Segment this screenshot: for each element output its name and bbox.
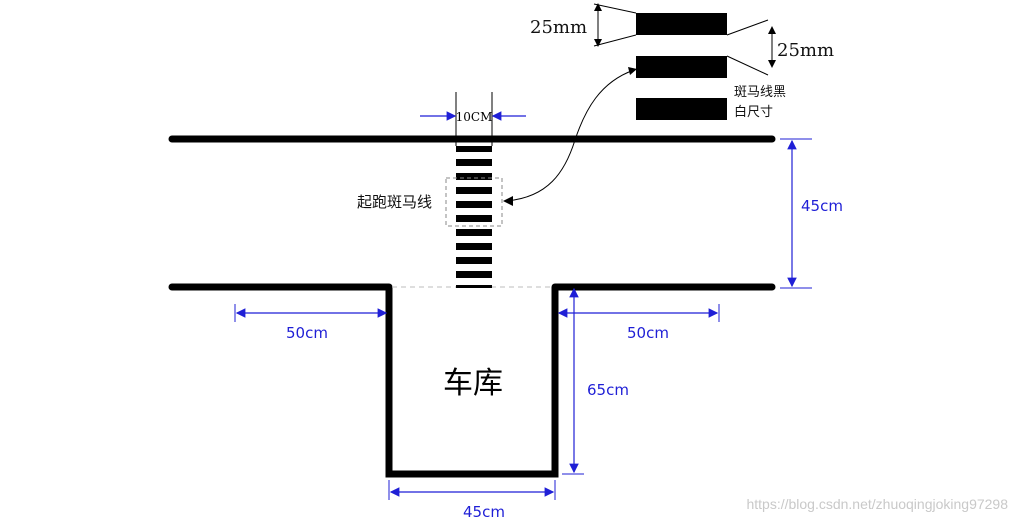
watermark: https://blog.csdn.net/zhuoqingjoking9729… <box>746 496 1008 512</box>
garage-depth-dimension: 65cm <box>562 287 629 475</box>
right-offset-label: 50cm <box>627 324 669 342</box>
zebra-width-dimension: 10CM <box>420 92 526 146</box>
garage-label: 车库 <box>443 366 503 401</box>
start-zebra-highlight-box <box>445 177 503 227</box>
left-offset-dimension: 50cm <box>234 304 388 342</box>
zebra-detail: 25mm 25mm 斑马线黑 白尺寸 <box>530 3 834 120</box>
leader-line <box>504 69 635 202</box>
track-width-dimension: 45cm <box>780 138 843 289</box>
start-zebra-label: 起跑斑马线 <box>357 193 432 211</box>
right-offset-dimension: 50cm <box>557 304 720 342</box>
left-offset-label: 50cm <box>286 324 328 342</box>
zebra-size-label-line2: 白尺寸 <box>734 104 773 120</box>
zebra-crossing <box>456 146 492 288</box>
garage-depth-label: 65cm <box>587 381 629 399</box>
stripe-height-label: 25mm <box>530 17 587 38</box>
track-lines <box>168 135 776 478</box>
track-width-label: 45cm <box>801 197 843 215</box>
stripe-gap-label: 25mm <box>777 40 834 61</box>
zebra-size-label-line1: 斑马线黑 <box>734 85 786 100</box>
detail-stripe-1 <box>636 13 727 35</box>
garage-outline <box>385 287 559 478</box>
zebra-width-label: 10CM <box>456 110 493 124</box>
detail-stripe-3 <box>636 98 727 120</box>
leader-arrow-tail <box>628 67 637 75</box>
garage-width-label: 45cm <box>463 503 505 521</box>
detail-stripe-2 <box>636 56 727 78</box>
leader-arrow-head <box>503 196 513 206</box>
garage-width-dimension: 45cm <box>388 480 556 521</box>
